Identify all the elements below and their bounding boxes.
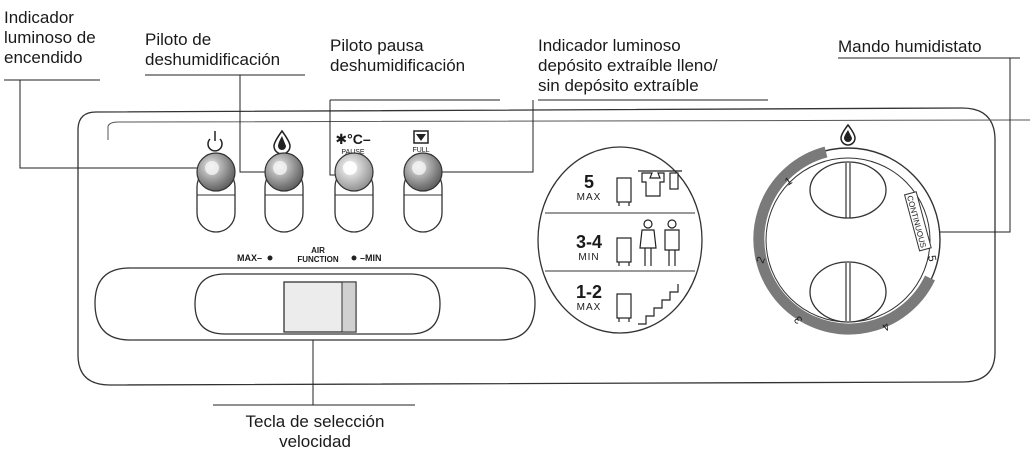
label-power-indicator: Indicador luminoso de encendido <box>4 8 96 68</box>
dehumidifier-icon <box>616 293 632 322</box>
label-line: velocidad <box>279 432 351 451</box>
label-line: Indicador luminoso <box>538 36 681 55</box>
label-line: Piloto de <box>145 30 212 49</box>
dial-number-1: 1 <box>783 175 795 188</box>
label-line: sin depósito extraíble <box>538 76 699 95</box>
label-line: deshumidificación <box>145 50 281 69</box>
setting-3-4-mode: MIN <box>578 252 599 263</box>
tank-full-icon: FULL <box>412 130 430 154</box>
dehumidifier-icon <box>616 237 632 266</box>
power-icon <box>207 131 223 152</box>
label-line: depósito extraíble lleno/ <box>538 56 718 75</box>
setting-5-value: 5 <box>584 172 594 192</box>
dehumidifier-icon <box>616 177 632 206</box>
label-pause-light: Piloto pausa deshumidificación <box>330 36 465 76</box>
power-light-button[interactable] <box>196 152 236 233</box>
label-speed-key: Tecla de selección velocidad <box>215 412 415 452</box>
min-label: –MIN <box>360 253 382 263</box>
label-line: deshumidificación <box>330 56 466 75</box>
speed-selection-key[interactable] <box>283 281 357 333</box>
settings-guide: 5 MAX 3-4 MIN 1-2 MAX <box>537 146 703 334</box>
label-line: luminoso de <box>4 28 96 47</box>
dial-number-5: 5 <box>925 254 938 262</box>
stairs-icon <box>638 284 679 325</box>
pause-light-button[interactable] <box>334 152 374 233</box>
label-humidistat: Mando humidistato <box>838 37 982 57</box>
label-line: Mando humidistato <box>838 37 982 56</box>
pause-symbol: ✱°C– <box>335 131 370 147</box>
label-line: Piloto pausa <box>330 36 424 55</box>
tank-light-button[interactable] <box>403 152 443 233</box>
setting-1-2-mode: MAX <box>577 302 602 313</box>
setting-3-4-value: 3-4 <box>576 232 602 252</box>
people-icon <box>639 219 680 266</box>
setting-5-mode: MAX <box>577 192 602 203</box>
function-label: FUNCTION <box>297 255 339 264</box>
dial-drop-icon <box>840 123 856 146</box>
label-dehum-light: Piloto de deshumidificación <box>145 30 280 70</box>
label-tank-indicator: Indicador luminoso depósito extraíble ll… <box>538 36 718 96</box>
setting-1-2-value: 1-2 <box>576 282 602 302</box>
air-function-label: MAX– AIR FUNCTION –MIN <box>237 246 382 264</box>
humidistat-knob[interactable]: 1 2 3 4 5 CONTINUOUS <box>753 123 941 335</box>
laundry-icon <box>638 170 682 197</box>
label-line: Tecla de selección <box>245 412 385 431</box>
air-label: AIR <box>311 246 325 255</box>
dial-number-2: 2 <box>755 255 768 265</box>
full-label: FULL <box>412 147 429 154</box>
label-line: encendido <box>4 48 83 67</box>
max-label: MAX– <box>237 253 262 263</box>
dehum-light-button[interactable] <box>264 152 304 233</box>
label-line: Indicador <box>4 8 74 27</box>
